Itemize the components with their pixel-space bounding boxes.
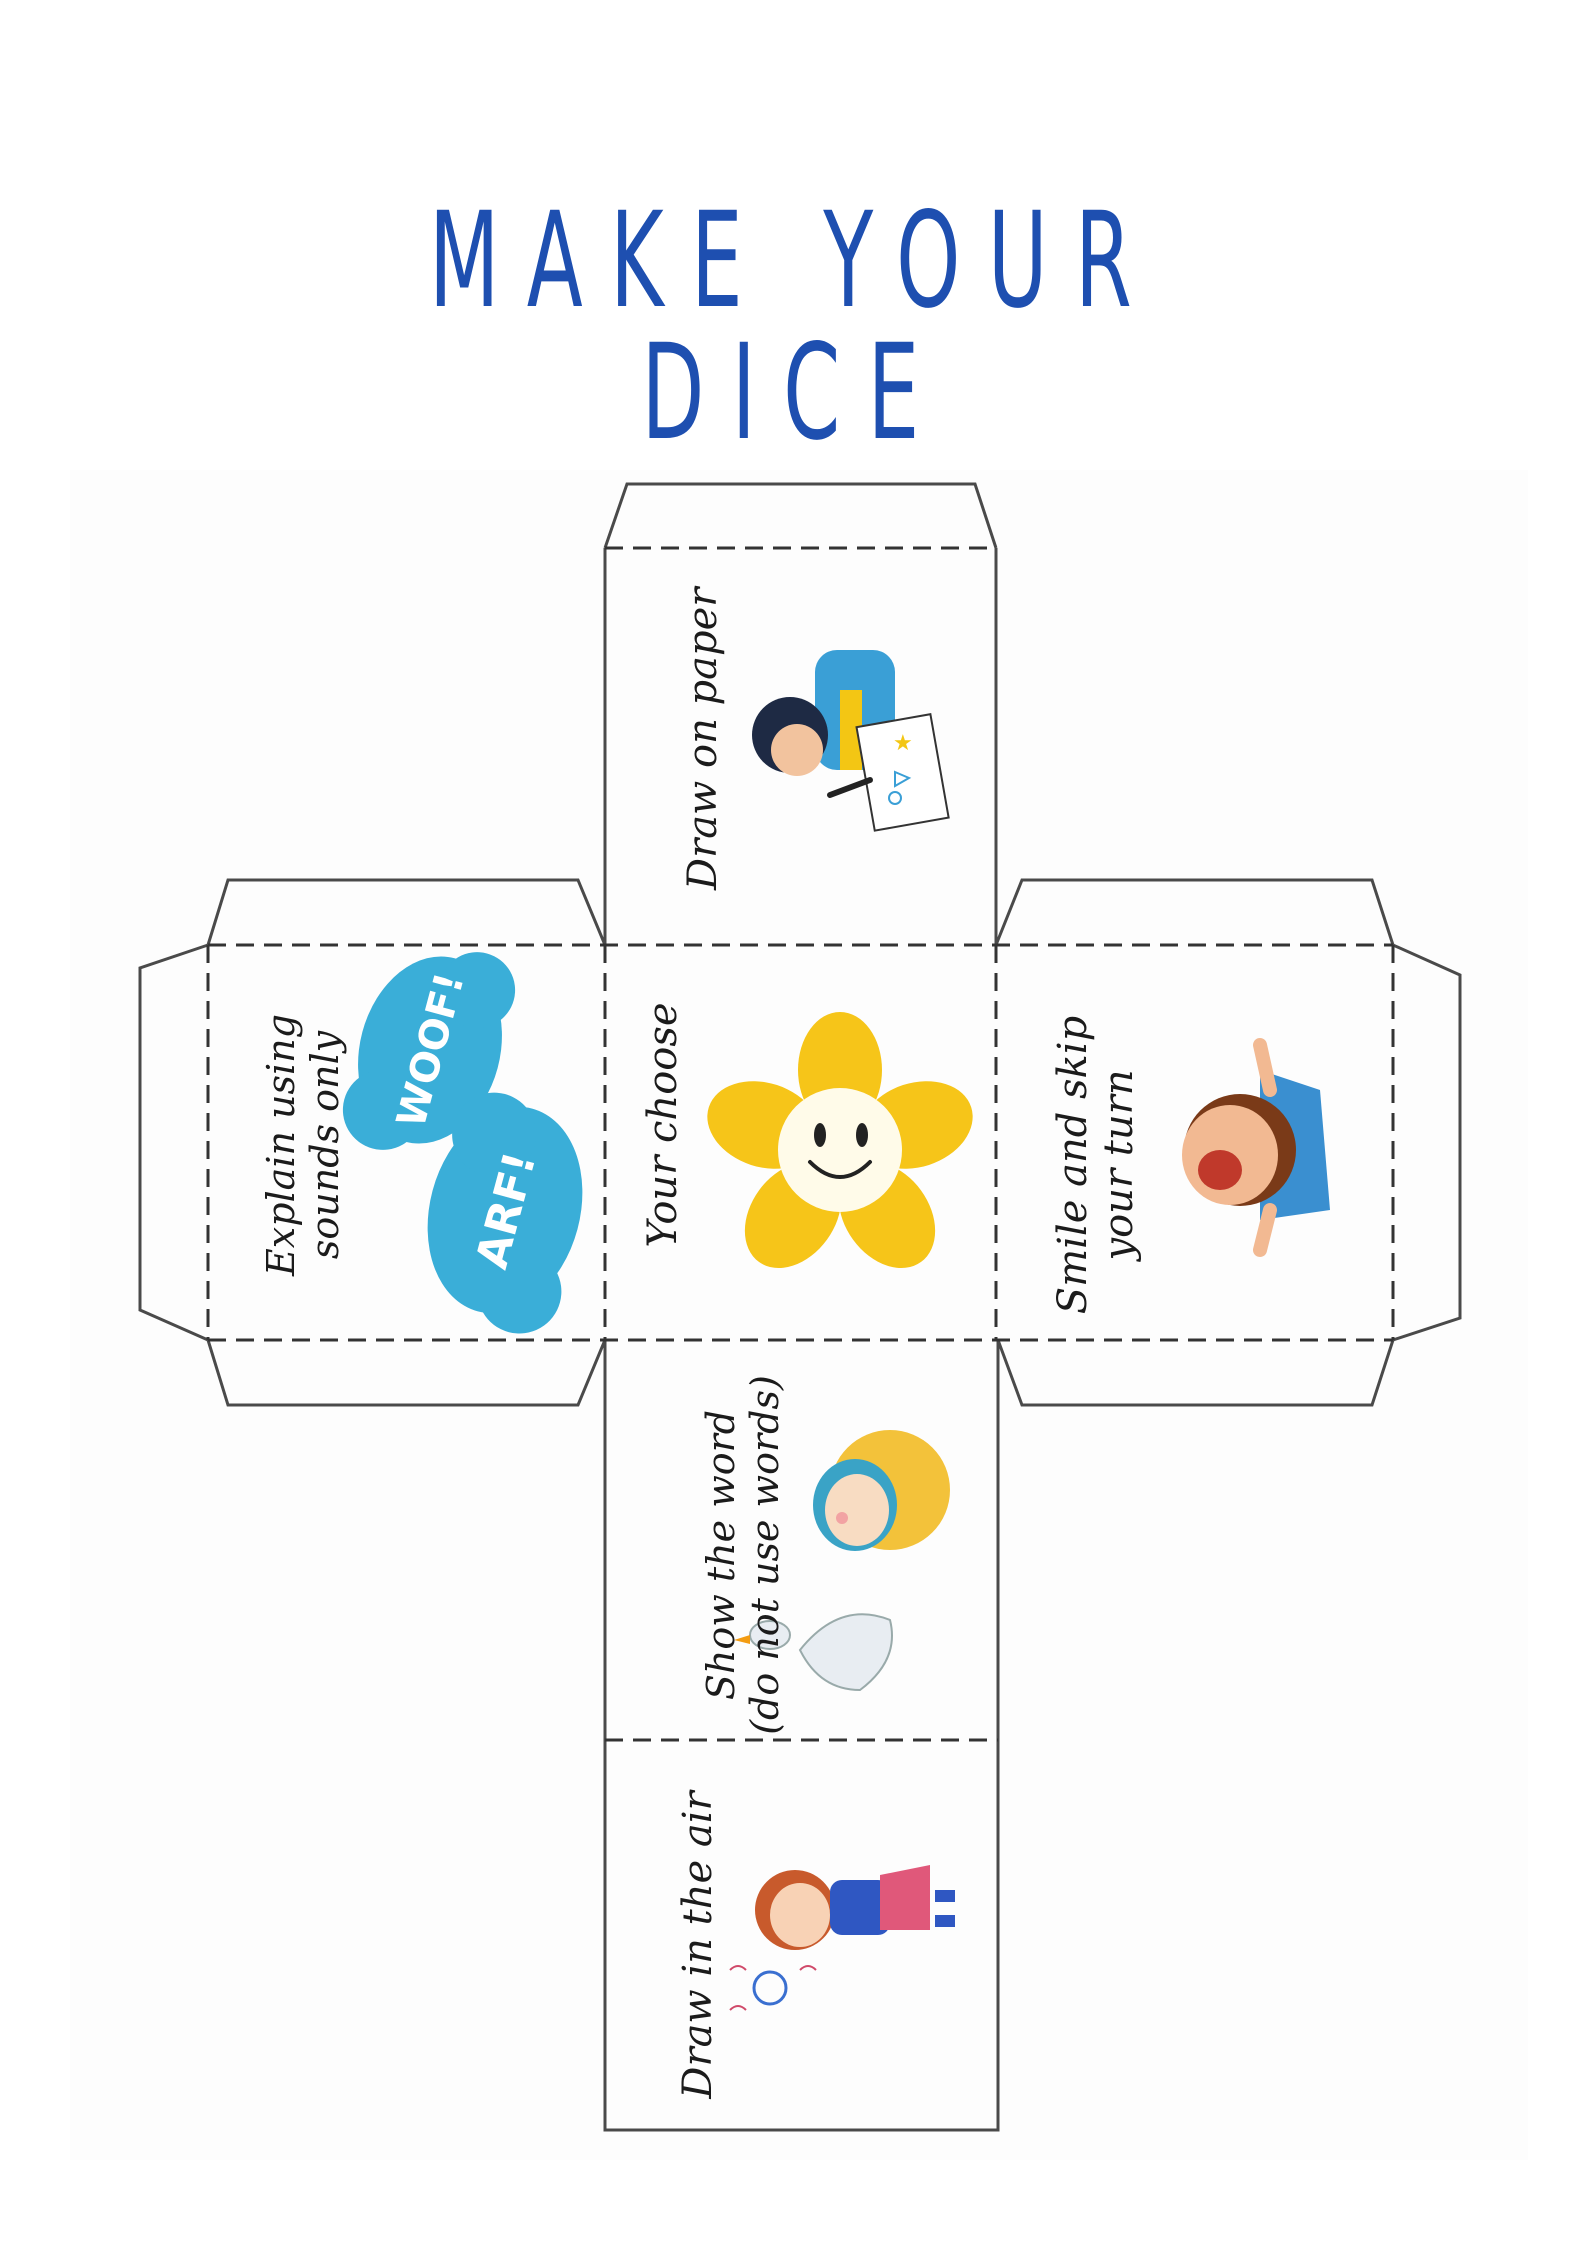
page-title: MAKE YOUR DICE bbox=[428, 184, 1160, 470]
left-side-tab bbox=[138, 943, 209, 1342]
left-face-label: Explain using sounds only bbox=[259, 1014, 347, 1276]
left-bottom-tab bbox=[206, 1339, 607, 1407]
child-and-goose-illustration bbox=[734, 1430, 950, 1692]
boy-drawing-illustration: ★ bbox=[752, 650, 950, 832]
column-lower-left bbox=[603, 1340, 1000, 2132]
right-side-tab bbox=[1392, 943, 1462, 1342]
top-face-label: Draw on paper bbox=[680, 587, 726, 890]
right-bottom-tab bbox=[996, 1339, 1395, 1407]
laughing-kid-illustration bbox=[1182, 1038, 1330, 1257]
right-face-label: Smile and skip your turn bbox=[1050, 1015, 1142, 1315]
base-face-label: Draw in the air bbox=[675, 1791, 721, 2099]
top-tab bbox=[603, 482, 998, 549]
bottom-face-label: Show the word (do not use words) bbox=[699, 1375, 787, 1735]
center-face-label: Your choose bbox=[640, 1002, 686, 1248]
svg-text:★: ★ bbox=[893, 731, 913, 756]
smiling-flower-illustration bbox=[707, 1012, 973, 1269]
left-top-tab bbox=[206, 878, 607, 946]
right-top-tab bbox=[994, 878, 1395, 946]
girl-drawing-in-air-illustration bbox=[729, 1865, 955, 2011]
speech-bubbles-illustration: WOOF! ARF! bbox=[342, 952, 583, 1334]
